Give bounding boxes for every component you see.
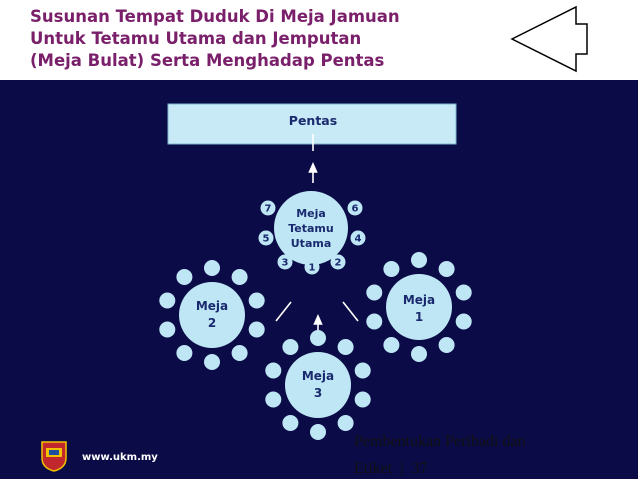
svg-text:1: 1	[309, 263, 316, 274]
website-link[interactable]: www.ukm.my	[82, 452, 158, 463]
chair-meja-1-2	[438, 261, 455, 277]
svg-text:7: 7	[265, 204, 272, 215]
stage-label: Pentas	[289, 113, 337, 128]
chair-meja-2-5	[231, 345, 248, 361]
footer-note: Pembentukan Peribadi dan Etiket | 37	[354, 428, 636, 482]
chair-meja-1-1	[411, 252, 427, 268]
main-table-label-3: Utama	[291, 237, 332, 250]
table-meja-1-label-2: 1	[415, 310, 423, 324]
footer-note-line-2: Etiket | 37	[354, 460, 428, 477]
svg-text:2: 2	[335, 258, 342, 269]
arrow-table-2	[275, 301, 292, 322]
table-meja-3-circle	[285, 352, 351, 418]
seat-5: 5	[258, 230, 274, 246]
chair-meja-2-8	[159, 321, 176, 338]
chair-meja-3-9	[265, 362, 282, 379]
seat-6: 6	[347, 200, 363, 216]
seat-3: 3	[277, 254, 293, 270]
table-meja-3-label-1: Meja	[302, 369, 334, 383]
chair-meja-3-7	[282, 415, 299, 431]
title-line-2: Untuk Tetamu Utama dan Jemputan	[30, 29, 362, 48]
chair-meja-2-7	[176, 345, 193, 361]
title-line-1: Susunan Tempat Duduk Di Meja Jamuan	[30, 7, 400, 26]
chair-meja-3-10	[282, 339, 299, 355]
chair-meja-3-3	[354, 362, 371, 379]
chair-meja-2-10	[176, 269, 193, 285]
chair-meja-1-5	[438, 337, 455, 353]
slide-title: Susunan Tempat Duduk Di Meja Jamuan Untu…	[30, 6, 400, 72]
footer-note-line-1: Pembentukan Peribadi dan	[354, 433, 526, 450]
table-meja-2-label-1: Meja	[196, 299, 228, 313]
back-arrow-icon[interactable]	[508, 4, 590, 74]
svg-text:4: 4	[355, 234, 362, 245]
stage-box	[167, 103, 457, 145]
chair-meja-2-1	[204, 260, 220, 276]
main-table: Meja Tetamu Utama 7 6 5 4 3 1 2	[258, 191, 366, 275]
chair-meja-3-5	[337, 415, 354, 431]
seat-7: 7	[260, 200, 276, 216]
chair-meja-2-6	[204, 354, 220, 370]
svg-text:6: 6	[352, 204, 359, 215]
chair-meja-2-9	[159, 292, 176, 309]
table-meja-2-circle	[179, 282, 245, 348]
table-meja-1: Meja 1	[366, 252, 472, 362]
seats-meja-2	[159, 260, 265, 370]
chair-meja-3-2	[337, 339, 354, 355]
chair-meja-3-8	[265, 391, 282, 408]
slide-header: Susunan Tempat Duduk Di Meja Jamuan Untu…	[0, 0, 638, 80]
chair-meja-1-7	[383, 337, 400, 353]
table-meja-2: Meja 2	[159, 260, 265, 370]
svg-text:3: 3	[282, 258, 289, 269]
chair-meja-1-4	[455, 313, 472, 330]
arrows	[275, 134, 359, 334]
seat-1: 1	[304, 259, 320, 275]
main-table-circle	[274, 191, 348, 265]
chair-meja-3-1	[310, 330, 326, 346]
chair-meja-2-4	[248, 321, 265, 338]
arrow-table-3-head	[313, 314, 323, 325]
seat-2: 2	[330, 254, 346, 270]
chair-meja-1-9	[366, 284, 383, 301]
main-table-label-1: Meja	[296, 207, 326, 220]
table-meja-1-label-1: Meja	[403, 293, 435, 307]
seat-4: 4	[350, 230, 366, 246]
table-meja-2-label-2: 2	[208, 316, 216, 330]
chair-meja-1-3	[455, 284, 472, 301]
title-line-3: (Meja Bulat) Serta Menghadap Pentas	[30, 51, 385, 70]
seats-meja-3	[265, 330, 371, 440]
chair-meja-1-8	[366, 313, 383, 330]
diagram-area: Pentas Meja Tetamu Utama 7 6 5 4 3 1 2	[0, 80, 638, 479]
seating-diagram: Pentas Meja Tetamu Utama 7 6 5 4 3 1 2	[159, 103, 472, 440]
chair-meja-3-6	[310, 424, 326, 440]
main-table-label-2: Tetamu	[288, 222, 333, 235]
table-meja-1-circle	[386, 274, 452, 340]
arrow-table-1	[342, 301, 359, 322]
chair-meja-1-6	[411, 346, 427, 362]
table-meja-3: Meja 3	[265, 330, 371, 440]
chair-meja-1-10	[383, 261, 400, 277]
table-meja-3-label-2: 3	[314, 386, 322, 400]
ukm-logo-icon	[41, 441, 67, 472]
chair-meja-2-2	[231, 269, 248, 285]
seats-meja-1	[366, 252, 472, 362]
chair-meja-2-3	[248, 292, 265, 309]
svg-text:5: 5	[263, 234, 270, 245]
chair-meja-3-4	[354, 391, 371, 408]
arrow-main-head	[308, 162, 318, 173]
